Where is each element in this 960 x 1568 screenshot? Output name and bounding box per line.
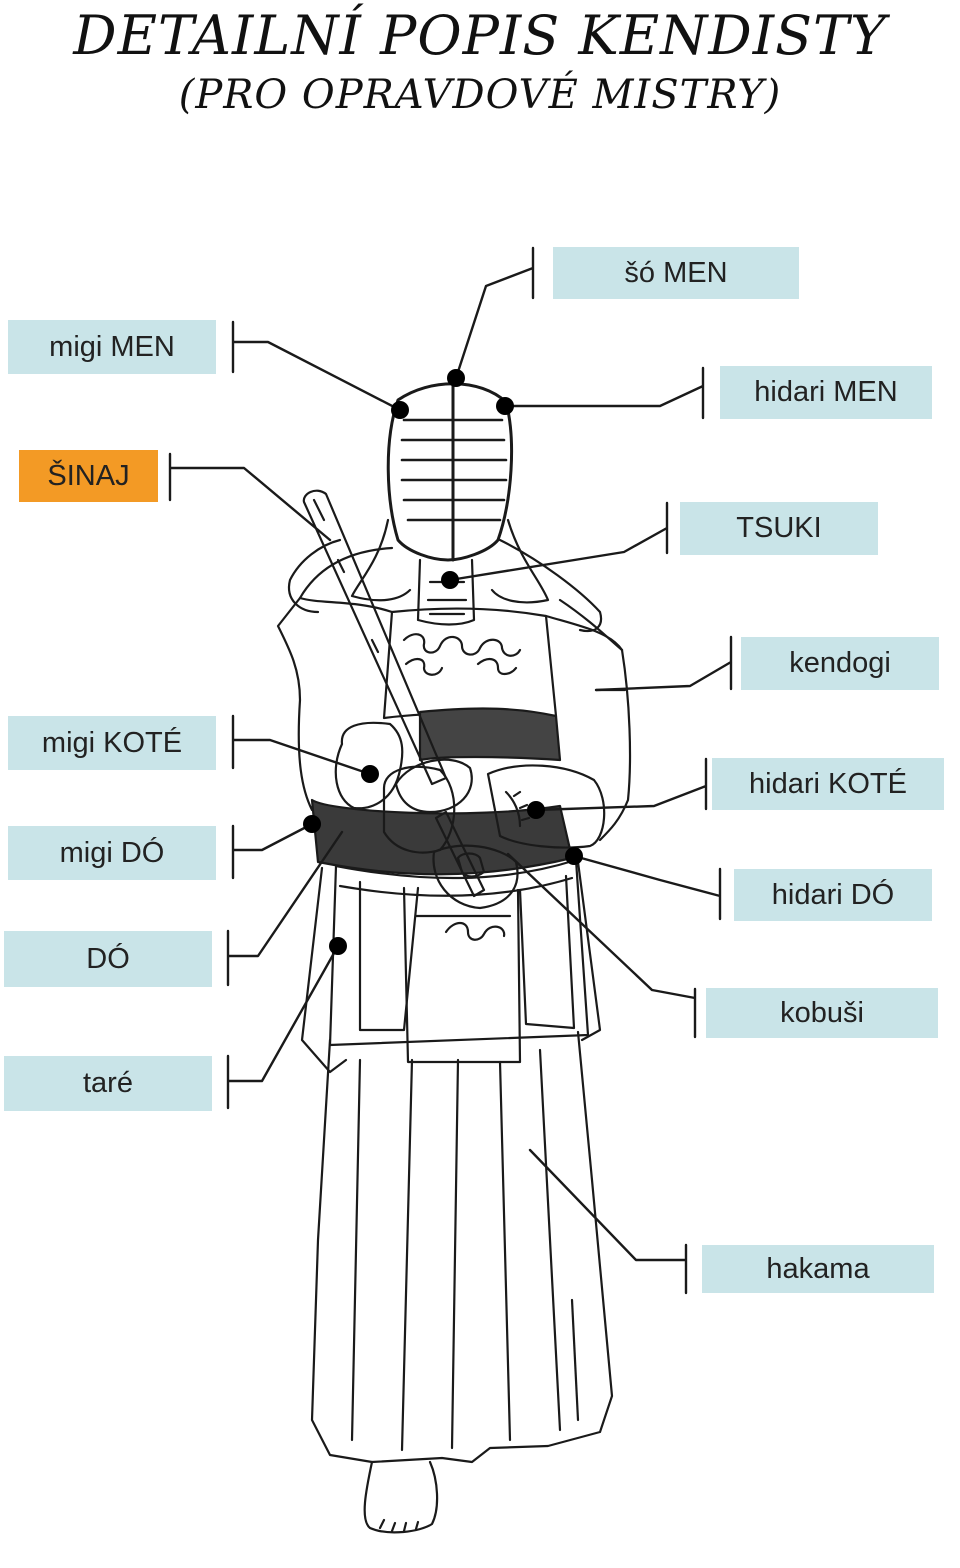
label-migi-men: migi MEN xyxy=(8,320,216,374)
pointer-dots xyxy=(303,369,583,955)
kote-drawing xyxy=(334,721,606,910)
dot-tsuki xyxy=(441,571,459,589)
do-drawing xyxy=(310,607,574,876)
dot-sho-men xyxy=(447,369,465,387)
dot-tare xyxy=(329,937,347,955)
page-title: DETAILNÍ POPIS KENDISTY xyxy=(73,4,887,67)
label-tsuki: TSUKI xyxy=(680,502,878,555)
tare-drawing xyxy=(300,858,602,1074)
label-sho-men: šó MEN xyxy=(553,247,799,299)
hakama-drawing xyxy=(310,1030,614,1534)
dot-migi-do xyxy=(303,815,321,833)
label-do: DÓ xyxy=(4,931,212,987)
label-migi-kote: migi KOTÉ xyxy=(8,716,216,770)
label-migi-do: migi DÓ xyxy=(8,826,216,880)
page-subtitle: (PRO OPRAVDOVÉ MISTRY) xyxy=(178,72,782,118)
label-hakama: hakama xyxy=(702,1245,934,1293)
label-shinai: ŠINAJ xyxy=(19,450,158,502)
label-hidari-men: hidari MEN xyxy=(720,366,932,419)
dot-hidari-kote xyxy=(527,801,545,819)
shinai-drawing xyxy=(302,489,486,898)
dot-migi-kote xyxy=(361,765,379,783)
label-tare: taré xyxy=(4,1056,212,1111)
label-kobushi: kobuši xyxy=(706,988,938,1038)
label-kendogi: kendogi xyxy=(741,637,939,690)
dot-hidari-do xyxy=(565,847,583,865)
leader-lines xyxy=(168,246,733,1295)
label-hidari-do: hidari DÓ xyxy=(734,869,932,921)
label-hidari-kote: hidari KOTÉ xyxy=(712,758,944,810)
dot-migi-men xyxy=(391,401,409,419)
dot-hidari-men xyxy=(496,397,514,415)
men-drawing xyxy=(287,382,603,633)
